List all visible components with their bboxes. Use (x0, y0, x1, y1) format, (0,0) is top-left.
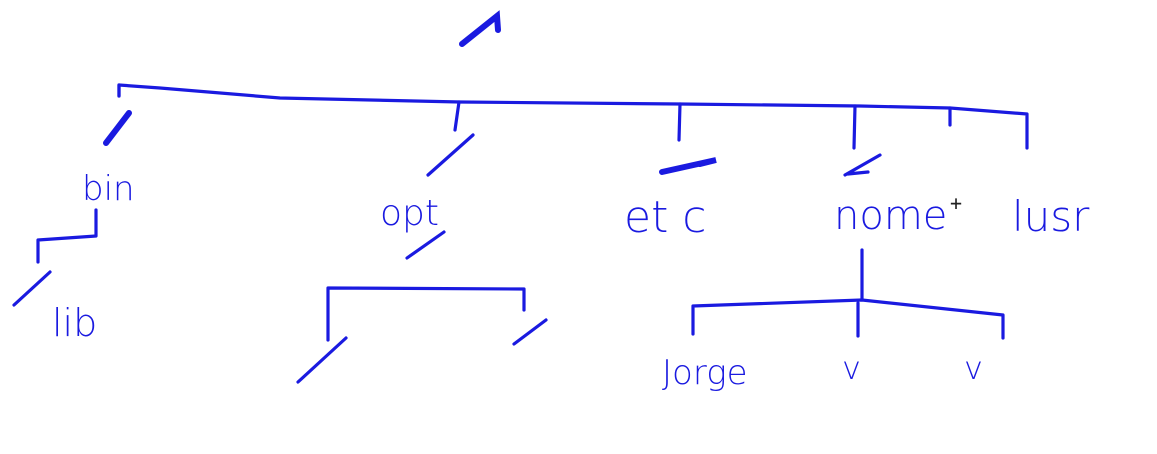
slash-home (843, 153, 882, 177)
root-horizontal-line (117, 83, 1029, 150)
node-label-opt: opt (380, 193, 439, 234)
slash-opt (426, 133, 475, 177)
slash-opt-below (405, 230, 446, 260)
crosshair-cursor-icon: + (950, 191, 963, 215)
branch-opt (453, 100, 461, 132)
home-subtree-bracket (691, 298, 1005, 340)
node-label-jorge: Jorge (662, 353, 748, 393)
node-label-etc: et c (624, 192, 707, 243)
branch-etc (677, 102, 682, 142)
opt-subtree-bracket (326, 286, 526, 342)
slash-opt-child2 (512, 318, 548, 346)
branch-home (852, 104, 857, 150)
node-label-v2: v (964, 349, 983, 387)
root-slash-stroke (459, 10, 501, 47)
bin-subtree-line (36, 208, 98, 264)
slash-bin (103, 110, 132, 146)
node-label-home: nome (834, 193, 948, 239)
slash-etc (659, 157, 717, 175)
slash-opt-child1 (296, 336, 348, 384)
node-label-bin: bin (82, 169, 135, 209)
node-label-v1: v (842, 349, 861, 387)
slash-lib (12, 270, 52, 307)
node-label-lib: lib (52, 301, 98, 345)
node-label-usr: lusr (1012, 192, 1090, 241)
